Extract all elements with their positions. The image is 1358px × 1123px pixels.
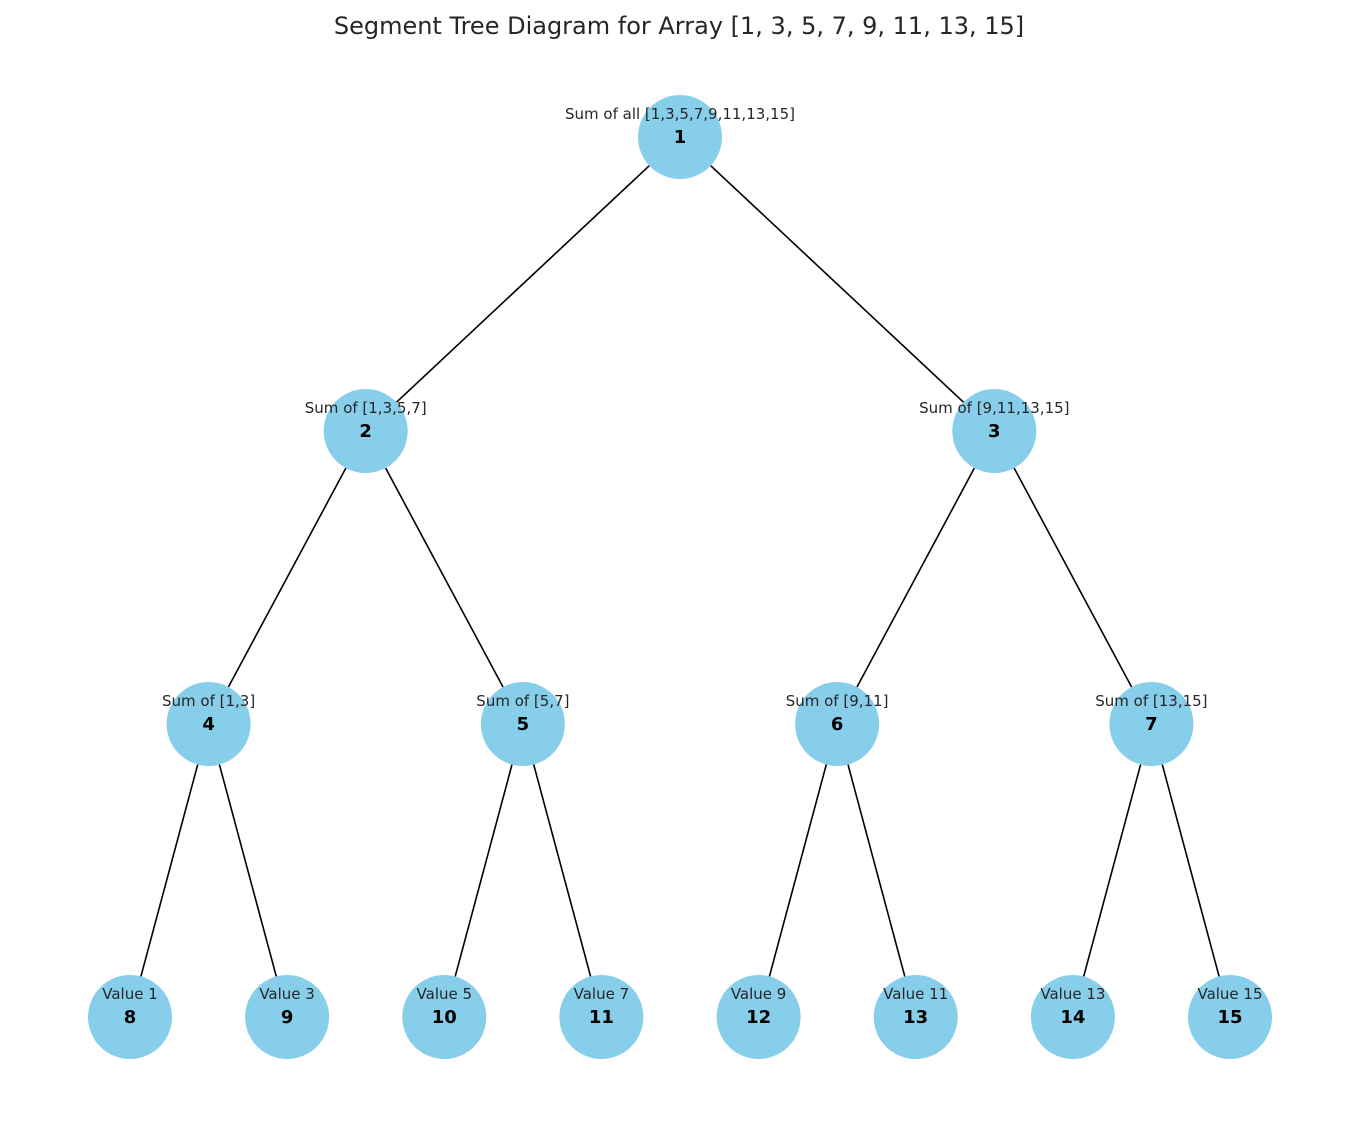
- node-label: Sum of [1,3,5,7]: [305, 399, 427, 417]
- node-circle: [88, 975, 172, 1059]
- node-id: 11: [589, 1007, 614, 1028]
- node-circle: [795, 682, 880, 766]
- edge-5-10: [454, 764, 513, 977]
- node-label: Sum of all [1,3,5,7,9,11,13,15]: [565, 105, 795, 123]
- tree-node-10: Value 5 10: [402, 975, 487, 1059]
- edge-3-7: [1013, 467, 1133, 688]
- tree-node-11: Value 7 11: [559, 975, 644, 1059]
- tree-node-9: Value 3 9: [245, 975, 330, 1059]
- tree-node-4: Sum of [1,3] 4: [162, 682, 255, 766]
- tree-node-14: Value 13 14: [1030, 975, 1115, 1059]
- node-circle: [166, 682, 251, 766]
- node-id: 7: [1145, 714, 1158, 735]
- edge-7-14: [1082, 764, 1142, 977]
- node-label: Value 13: [1040, 985, 1105, 1003]
- node-id: 15: [1217, 1007, 1242, 1028]
- node-id: 4: [202, 714, 215, 735]
- tree-node-2: Sum of [1,3,5,7] 2: [305, 389, 427, 473]
- node-circle: [245, 975, 330, 1059]
- edge-3-6: [856, 467, 976, 688]
- edges-layer: [140, 165, 1220, 977]
- node-id: 10: [432, 1007, 457, 1028]
- node-id: 12: [746, 1007, 771, 1028]
- node-circle: [1188, 975, 1272, 1059]
- edge-6-13: [847, 764, 906, 977]
- node-id: 14: [1060, 1007, 1085, 1028]
- node-label: Value 1: [102, 985, 158, 1003]
- node-circle: [716, 975, 801, 1059]
- edge-2-5: [384, 467, 504, 688]
- node-id: 9: [281, 1007, 294, 1028]
- node-id: 1: [674, 127, 687, 148]
- node-label: Value 11: [883, 985, 948, 1003]
- edge-1-2: [395, 165, 650, 403]
- tree-node-5: Sum of [5,7] 5: [476, 682, 570, 766]
- node-circle: [1030, 975, 1115, 1059]
- edge-6-12: [768, 764, 828, 977]
- node-label: Value 15: [1197, 985, 1262, 1003]
- node-label: Sum of [5,7]: [476, 692, 569, 710]
- node-id: 2: [359, 421, 372, 442]
- node-label: Sum of [13,15]: [1095, 692, 1207, 710]
- node-label: Sum of [9,11,13,15]: [919, 399, 1069, 417]
- tree-node-13: Value 11 13: [873, 975, 958, 1059]
- node-id: 8: [124, 1007, 137, 1028]
- node-id: 3: [988, 421, 1001, 442]
- tree-node-8: Value 1 8: [88, 975, 172, 1059]
- diagram-title: Segment Tree Diagram for Array [1, 3, 5,…: [334, 12, 1024, 40]
- node-circle: [323, 389, 408, 473]
- tree-node-6: Sum of [9,11] 6: [786, 682, 889, 766]
- node-circle: [402, 975, 487, 1059]
- node-circle: [480, 682, 565, 766]
- node-circle: [638, 95, 722, 179]
- edge-5-11: [532, 764, 592, 977]
- node-label: Value 7: [574, 985, 630, 1003]
- node-label: Value 3: [259, 985, 315, 1003]
- edge-1-3: [710, 165, 965, 403]
- node-label: Value 5: [417, 985, 473, 1003]
- node-id: 5: [517, 714, 530, 735]
- edge-4-8: [140, 764, 199, 977]
- edge-4-9: [218, 764, 278, 977]
- tree-node-1: Sum of all [1,3,5,7,9,11,13,15] 1: [565, 95, 795, 179]
- node-circle: [873, 975, 958, 1059]
- node-circle: [952, 389, 1037, 473]
- edge-2-4: [227, 467, 347, 688]
- node-id: 6: [831, 714, 844, 735]
- node-circle: [559, 975, 644, 1059]
- tree-node-7: Sum of [13,15] 7: [1095, 682, 1208, 766]
- edge-7-15: [1161, 764, 1220, 977]
- tree-node-3: Sum of [9,11,13,15] 3: [919, 389, 1070, 473]
- tree-node-15: Value 15 15: [1188, 975, 1272, 1059]
- node-circle: [1109, 682, 1194, 766]
- node-label: Value 9: [731, 985, 787, 1003]
- tree-node-12: Value 9 12: [716, 975, 801, 1059]
- node-label: Sum of [1,3]: [162, 692, 255, 710]
- node-id: 13: [903, 1007, 928, 1028]
- node-label: Sum of [9,11]: [786, 692, 889, 710]
